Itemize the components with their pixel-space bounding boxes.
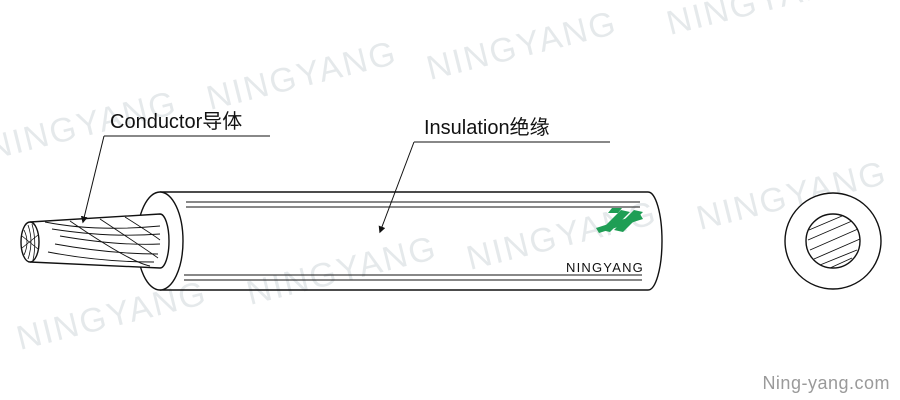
watermark-text: NINGYANG xyxy=(243,229,441,313)
jacket-outline xyxy=(160,191,663,291)
website-watermark: Ning-yang.com xyxy=(762,373,890,393)
cross-section-strands xyxy=(807,215,861,269)
cable-print-text: NINGYANG xyxy=(566,260,644,275)
watermark-layer: NINGYANG NINGYANG NINGYANG NINGYANG NING… xyxy=(0,0,891,358)
conductor-label: Conductor导体 xyxy=(110,110,242,133)
conductor-strands xyxy=(44,216,161,267)
insulation-label: Insulation绝缘 xyxy=(424,116,550,139)
watermark-text: NINGYANG xyxy=(203,34,401,118)
conductor-core xyxy=(20,213,170,269)
conductor-leader-arrow xyxy=(80,135,105,224)
cable-cross-section xyxy=(784,192,882,290)
cable-side-view xyxy=(20,191,663,291)
conductor-outline xyxy=(29,213,170,269)
watermark-text: NINGYANG xyxy=(663,0,861,43)
watermark-text: NINGYANG xyxy=(423,4,621,88)
ningyang-stripes-logo xyxy=(596,208,643,233)
conductor-callout: Conductor导体 xyxy=(80,110,270,224)
insulation-callout: Insulation绝缘 xyxy=(378,116,610,234)
insulation-leader-arrow xyxy=(378,141,415,234)
end-face-strands xyxy=(21,223,39,261)
watermark-text: NINGYANG xyxy=(13,274,211,358)
